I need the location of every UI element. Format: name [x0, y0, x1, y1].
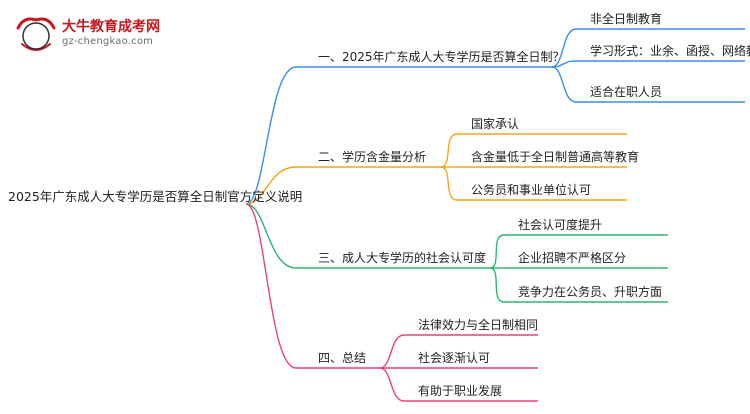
- branch-label: 二、学历含金量分析: [318, 150, 427, 164]
- logo-title: 大牛教育成考网: [62, 19, 160, 35]
- leaf-label: 学习形式：业余、函授、网络教育: [590, 44, 750, 58]
- leaf-label: 含金量低于全日制普通高等教育: [471, 150, 640, 164]
- leaf-label: 公务员和事业单位认可: [471, 183, 592, 197]
- branch-label: 四、总结: [318, 351, 367, 365]
- child-connector: [489, 267, 505, 303]
- mindmap-root: 2025年广东成人大专学历是否算全日制官方定义说明: [8, 189, 303, 204]
- branch-connector: [245, 166, 297, 205]
- leaf-label: 法律效力与全日制相同: [418, 318, 539, 332]
- logo-url[interactable]: gz-chengkao.com: [62, 36, 154, 47]
- leaf-label: 竞争力在公务员、升职方面: [518, 285, 663, 299]
- branch-connector: [245, 66, 297, 205]
- leaf-label: 适合在职人员: [590, 85, 663, 99]
- child-connector: [379, 367, 405, 402]
- child-connector: [551, 60, 577, 68]
- leaf-label: 社会逐渐认可: [418, 351, 491, 365]
- branch-label: 三、成人大专学历的社会认可度: [318, 251, 487, 265]
- child-connector: [551, 28, 577, 68]
- branch-label: 一、2025年广东成人大专学历是否算全日制？: [318, 50, 565, 64]
- leaf-label: 企业招聘不严格区分: [518, 251, 627, 265]
- child-connector: [440, 133, 458, 168]
- child-connector: [489, 234, 505, 269]
- leaf-label: 有助于职业发展: [418, 384, 503, 398]
- child-connector: [379, 334, 405, 369]
- child-connector: [440, 166, 458, 201]
- leaf-label: 国家承认: [471, 117, 520, 131]
- site-logo[interactable]: 大牛教育成考网 gz-chengkao.com: [14, 14, 164, 54]
- leaf-label: 非全日制教育: [590, 12, 663, 26]
- branch-connector: [245, 203, 297, 369]
- branch-connector: [245, 203, 297, 269]
- bull-logo-icon: [16, 17, 56, 51]
- child-connector: [551, 66, 577, 103]
- leaf-label: 社会认可度提升: [518, 218, 603, 232]
